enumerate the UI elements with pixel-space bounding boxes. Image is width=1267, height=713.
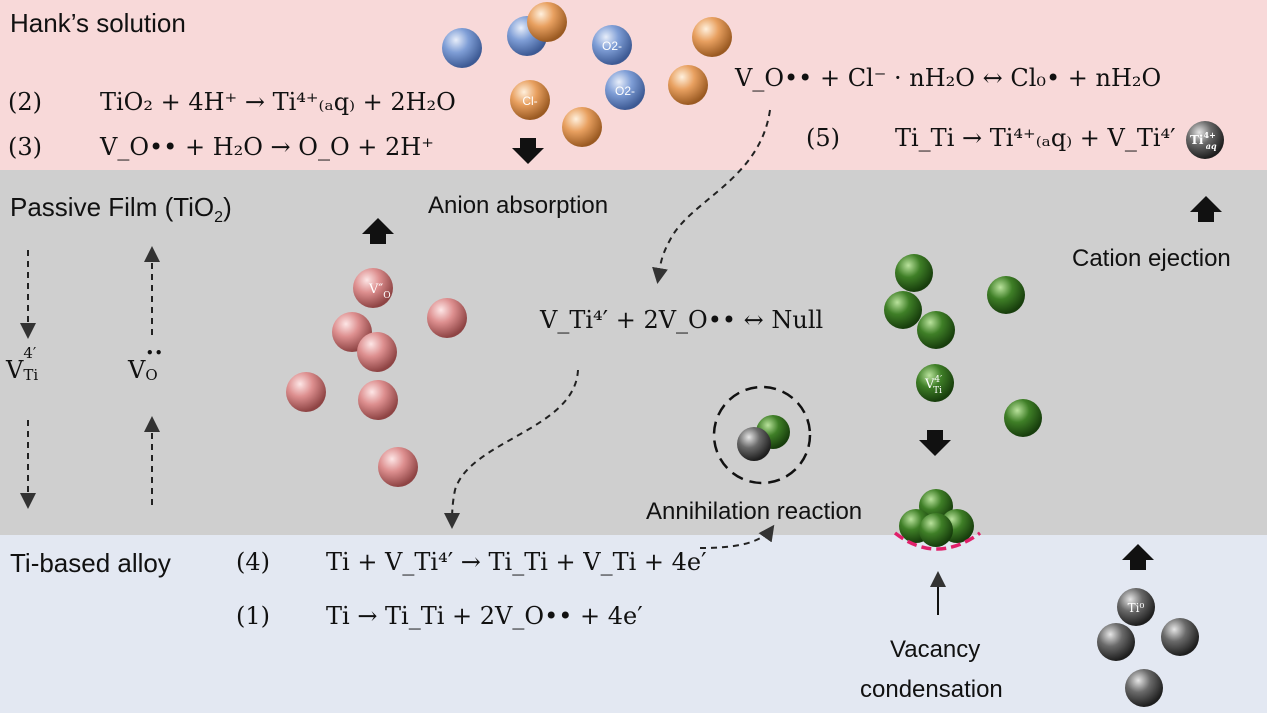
- vo-flux-label: V•• O: [128, 344, 163, 384]
- ti-aq-sup: 4+: [1204, 130, 1216, 140]
- vo-particle: [378, 447, 418, 487]
- block-arrows: [362, 138, 1222, 615]
- vti-particle-label: V4′Ti: [924, 375, 942, 396]
- o2-label: O2-: [602, 39, 622, 53]
- ti-particle: [1125, 669, 1163, 707]
- o2-label: O2-: [615, 84, 635, 98]
- vo-particle: [353, 268, 393, 308]
- curved-dashed-arrow: [699, 524, 775, 549]
- ti0-label: Ti⁰: [1128, 601, 1145, 615]
- titanium-particles: Ti⁰ Ti4+aq: [1097, 121, 1224, 707]
- up-arrow-icon: [362, 218, 394, 244]
- condensation-arc: [893, 531, 982, 551]
- vti-particle: [916, 364, 954, 402]
- vti-particle-sup: 4′: [934, 375, 942, 385]
- cl-anion: [510, 80, 550, 120]
- vti-particle-sub: Ti: [933, 386, 942, 396]
- alloy-title: Ti-based alloy: [10, 548, 171, 578]
- eq2-number: (2): [8, 88, 42, 116]
- anion-absorption-label: Anion absorption: [428, 192, 609, 219]
- vo-particle-v: V″: [368, 282, 383, 297]
- vo-particle: [286, 372, 326, 412]
- vo-particle-label: V″O: [368, 282, 391, 301]
- vti-particle: [987, 276, 1025, 314]
- vo-flux-sub: O: [145, 366, 158, 384]
- curved-dashed-arrow: [652, 109, 771, 284]
- vti-flux-sub: Ti: [23, 366, 39, 384]
- vti-flux-v: V: [6, 356, 24, 384]
- eq-chloride: V_O•• + Cl⁻ · nH₂O ↔ Cl₀• + nH₂O: [735, 64, 1162, 92]
- film-title: Passive Film (TiO2): [10, 192, 232, 227]
- vo-particle: [427, 298, 467, 338]
- titanium-vacancy-particles: V4′Ti: [884, 254, 1042, 437]
- eq5: Ti_Ti → Ti⁴⁺₍ₐq₎ + V_Ti⁴′: [895, 124, 1176, 152]
- eq4-number: (4): [236, 548, 270, 576]
- ti-aq-particle: [1186, 121, 1224, 159]
- ti-particle: [737, 427, 771, 461]
- eq3-number: (3): [8, 133, 42, 161]
- oxygen-vacancy-particles: V″O: [286, 268, 467, 487]
- o2-anion: [592, 25, 632, 65]
- passive-film-region: [0, 170, 1267, 535]
- vti-particle-v: V: [924, 377, 935, 392]
- eq4: Ti + V_Ti⁴′ → Ti_Ti + V_Ti + 4e′: [326, 548, 707, 576]
- eq1: Ti → Ti_Ti + 2V_O•• + 4e′: [326, 602, 643, 630]
- film-title-text: Passive Film (TiO: [10, 192, 215, 222]
- ti-alloy-region: [0, 535, 1267, 713]
- ti-particle: [1097, 623, 1135, 661]
- ti-aq-ti: Ti: [1190, 133, 1204, 147]
- orange-anion: [527, 2, 567, 42]
- orange-anion: [692, 17, 732, 57]
- film-title-sub: 2: [214, 209, 224, 227]
- anion-particles: O2- O2- Cl-: [442, 2, 732, 147]
- vti-particle: [917, 311, 955, 349]
- orange-anion: [668, 65, 708, 105]
- up-arrow-icon: [1190, 196, 1222, 222]
- film-title-close: ): [223, 192, 232, 222]
- ti0-particle: [1117, 588, 1155, 626]
- vo-flux-v: V: [128, 356, 146, 384]
- down-arrow-icon: [512, 138, 544, 164]
- vti-particle: [895, 254, 933, 292]
- vti-particle: [884, 291, 922, 329]
- cl-label: Cl-: [522, 94, 537, 108]
- eq5-number: (5): [806, 124, 840, 152]
- flux-arrows: [20, 109, 775, 549]
- annihilation-dashed-circle: [712, 385, 812, 485]
- vti-particle: [1004, 399, 1042, 437]
- cation-ejection-label: Cation ejection: [1072, 245, 1231, 272]
- ti-aq-sub: aq: [1206, 141, 1217, 151]
- up-arrow-icon: [1122, 544, 1154, 570]
- annihilation-label: Annihilation reaction: [646, 498, 863, 525]
- vacancy-label-line2: condensation: [860, 676, 1003, 703]
- eq3: V_O•• + H₂O → O_O + 2H⁺: [100, 133, 434, 161]
- vo-particle-sub: O: [383, 291, 390, 301]
- vacancy-label-line1: Vacancy: [890, 636, 981, 663]
- solution-title: Hank’s solution: [10, 8, 186, 38]
- vti-flux-sup: 4′: [23, 344, 37, 362]
- eq-null: V_Ti⁴′ + 2V_O•• ↔ Null: [540, 306, 824, 334]
- vo-flux-sup: ••: [145, 344, 164, 362]
- vo-particle: [357, 332, 397, 372]
- vti-particle: [919, 513, 953, 547]
- eq2: TiO₂ + 4H⁺ → Ti⁴⁺₍ₐq₎ + 2H₂O: [100, 88, 456, 116]
- vo-particle: [358, 380, 398, 420]
- annihilation-group: [712, 385, 812, 485]
- ti-aq-label: Ti4+aq: [1190, 130, 1217, 151]
- ti-particle: [1161, 618, 1199, 656]
- o2-anion: [605, 70, 645, 110]
- vacancy-condensation-cluster: [893, 489, 982, 551]
- curved-dashed-arrow: [444, 369, 579, 529]
- blue-anion: [442, 28, 482, 68]
- down-arrow-icon: [919, 430, 951, 456]
- orange-anion: [562, 107, 602, 147]
- eq1-number: (1): [236, 602, 270, 630]
